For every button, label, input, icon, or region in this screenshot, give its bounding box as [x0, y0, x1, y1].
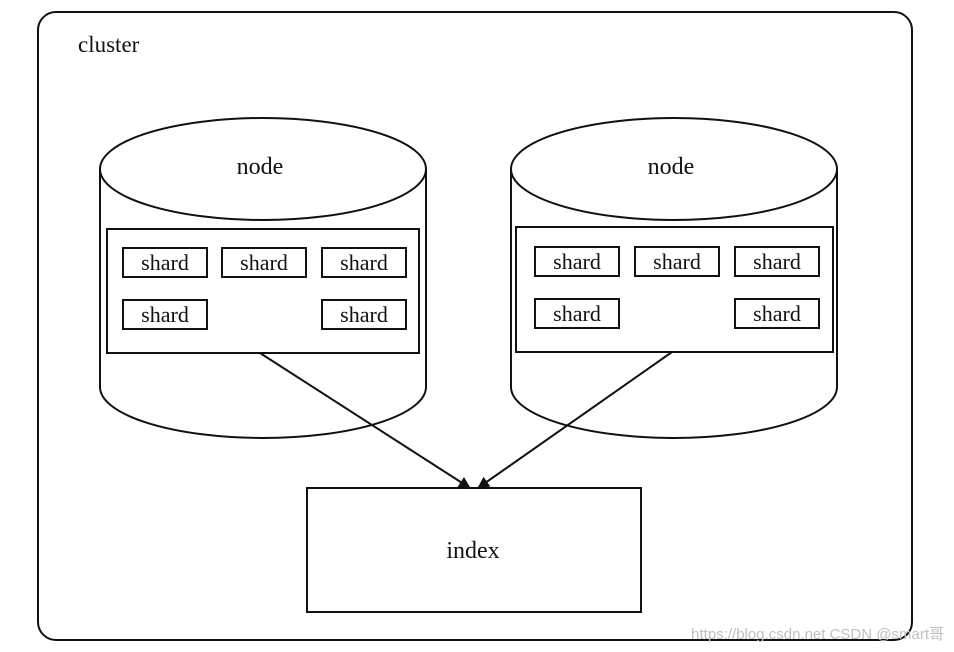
shard-box: shard — [221, 247, 307, 278]
node-cylinder-left — [99, 117, 427, 439]
index-label: index — [446, 538, 500, 564]
shard-box: shard — [321, 247, 407, 278]
cluster-label: cluster — [78, 32, 140, 57]
node-label-right: node — [647, 154, 695, 180]
node-label-left: node — [236, 154, 284, 180]
watermark: https://blog.csdn.net CSDN @smart哥 — [691, 626, 944, 643]
index-box — [306, 487, 642, 613]
shard-box: shard — [534, 298, 620, 329]
shard-box: shard — [734, 246, 820, 277]
shard-box: shard — [634, 246, 720, 277]
cluster-boundary — [37, 11, 913, 641]
shard-box: shard — [321, 299, 407, 330]
arrow-right-node-to-index — [477, 351, 673, 489]
shard-box: shard — [534, 246, 620, 277]
shard-box: shard — [734, 298, 820, 329]
shard-box: shard — [122, 247, 208, 278]
shard-box: shard — [122, 299, 208, 330]
arrow-left-node-to-index — [259, 352, 471, 489]
